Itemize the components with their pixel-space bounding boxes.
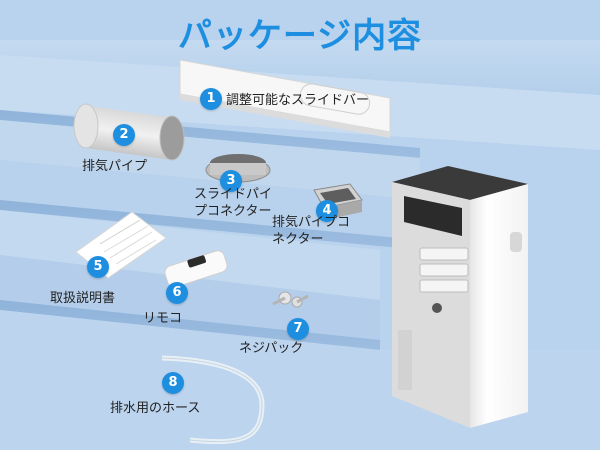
- item-3-label: スライドパイ プコネクター: [194, 187, 273, 219]
- item-7-badge: 7: [287, 318, 309, 340]
- remote-image: [164, 250, 228, 288]
- screw-pack-image: [272, 291, 309, 308]
- air-conditioner-image: [392, 166, 528, 428]
- page-title: パッケージ内容: [177, 16, 423, 56]
- step-3-edge: [0, 300, 380, 350]
- item-7-label: ネジパック: [239, 341, 304, 356]
- step-1-top: [0, 40, 600, 95]
- item-4-badge: 4: [316, 200, 338, 222]
- item-8-label: 排水用のホース: [110, 401, 201, 416]
- item-5-badge: 5: [87, 256, 109, 278]
- item-6-badge: 6: [166, 282, 188, 304]
- item-5-label: 取扱説明書: [50, 291, 116, 306]
- item-1-label: 調整可能なスライドバー: [226, 93, 370, 108]
- step-2-face: [0, 160, 420, 240]
- item-3-badge: 3: [220, 170, 242, 192]
- item-4-label: 排気パイプコ ネクター: [272, 215, 351, 247]
- step-3-top: [0, 210, 380, 300]
- item-8-badge: 8: [162, 372, 184, 394]
- unit-control-panel: [412, 204, 456, 220]
- item-6-label: リモコ: [143, 311, 183, 326]
- step-2-edge: [0, 200, 420, 250]
- slide-bar-image: [179, 59, 391, 138]
- item-2-label: 排気パイプ: [82, 159, 148, 174]
- item-2-badge: 2: [113, 124, 135, 146]
- item-1-badge: 1: [200, 88, 222, 110]
